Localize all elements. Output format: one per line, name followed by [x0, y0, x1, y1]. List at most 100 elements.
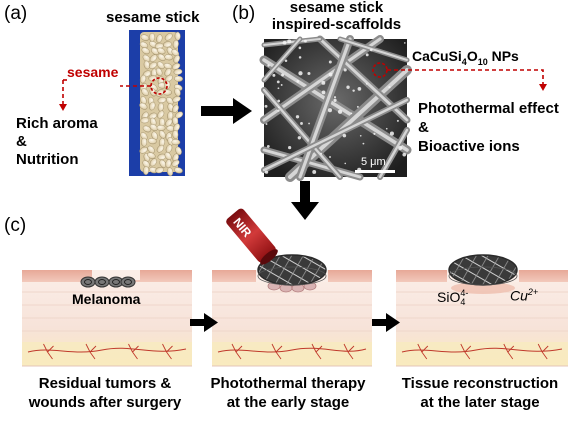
sesame-seed — [149, 101, 156, 111]
scale-bar — [355, 170, 395, 173]
tissue-stage-2 — [212, 254, 372, 367]
sesame-seed — [141, 47, 150, 55]
sesame-benefits: Rich aroma & Nutrition — [16, 115, 98, 169]
caption-stage-2: Photothermal therapy at the early stage — [205, 374, 371, 412]
sesame-seed — [142, 54, 151, 63]
sesame-seed — [147, 152, 156, 159]
benefit-nutrition: Nutrition — [16, 151, 79, 168]
benefit-amp-b: & — [418, 119, 429, 136]
sesame-seed — [142, 125, 152, 133]
sesame-seed — [139, 146, 148, 154]
sesame-seed — [164, 68, 172, 77]
sesame-seed — [165, 159, 172, 169]
sesame-seed — [141, 88, 149, 97]
sesame-seed — [174, 167, 183, 174]
sesame-seed — [172, 130, 179, 139]
sesame-seed — [164, 54, 174, 61]
panel-c-label: (c) — [4, 215, 27, 236]
sesame-seed — [157, 47, 166, 55]
scaffold-disc — [448, 254, 518, 286]
panel-b-label: (b) — [232, 3, 256, 24]
sesame-seed — [171, 62, 181, 70]
sesame-seed — [151, 47, 159, 56]
sesame-seed — [155, 67, 163, 77]
sesame-seed — [148, 32, 155, 42]
caption-stage-3: Tissue reconstruction at the later stage — [392, 374, 568, 412]
sesame-highlight-circle — [150, 77, 168, 95]
sesame-seed — [158, 130, 166, 139]
caption-1-line1: Residual tumors & — [38, 375, 172, 392]
sesame-seed — [164, 74, 173, 82]
benefit-photothermal: Photothermal effect — [418, 100, 559, 117]
caption-stage-1: Residual tumors & wounds after surgery — [22, 374, 188, 412]
nps-pointer-line — [387, 69, 544, 86]
sesame-seed — [173, 54, 180, 64]
sesame-stick-photo — [129, 30, 185, 177]
arrow-c1-to-c2 — [190, 313, 218, 332]
melanoma-cell — [94, 276, 110, 288]
caption-2-line2: at the early stage — [226, 394, 350, 411]
arrowhead-b — [539, 84, 547, 91]
scale-bar-label: 5 μm — [361, 156, 386, 168]
sesame-seed — [140, 34, 150, 41]
caption-3-line2: at the later stage — [420, 394, 540, 411]
arrowhead-a — [59, 104, 67, 111]
sesame-seed — [173, 68, 183, 75]
tissue-stage-1 — [22, 270, 192, 367]
sesame-seed — [140, 117, 150, 124]
sesame-seed — [159, 159, 167, 168]
sesame-seed — [163, 41, 172, 48]
sesame-seed — [171, 139, 181, 146]
sesame-seed — [139, 74, 147, 84]
sesame-seed — [139, 102, 148, 110]
sesame-seed — [139, 41, 149, 49]
sesame-seed — [174, 31, 181, 41]
sesame-seed — [157, 61, 165, 70]
arrow-c2-to-c3 — [372, 313, 400, 332]
benefit-rich-aroma: Rich aroma — [16, 115, 98, 132]
sesame-seed — [142, 160, 150, 168]
sesame-seed — [164, 152, 172, 161]
melanoma-cell — [80, 276, 96, 288]
arrow-a-to-b — [201, 98, 252, 124]
sesame-seed — [148, 61, 158, 69]
sesame-seed — [172, 95, 181, 103]
sesame-seed — [142, 166, 149, 175]
sesame-seed — [157, 53, 166, 62]
sesame-seed — [156, 34, 163, 43]
sesame-seed — [174, 75, 183, 82]
melanoma-cell — [120, 276, 136, 288]
sesame-seed — [147, 138, 157, 145]
sesame-seed — [147, 145, 155, 154]
scaffold-title-line2: inspired-scaffolds — [271, 16, 402, 33]
sesame-seed — [166, 167, 174, 177]
sesame-stick-title: sesame stick — [106, 9, 200, 26]
sesame-seed — [172, 104, 179, 113]
sesame-seed — [149, 158, 157, 167]
sesame-seed — [166, 97, 174, 105]
benefit-bioactive-ions: Bioactive ions — [418, 138, 520, 155]
scaffold-title-line1: sesame stick — [289, 0, 384, 16]
sesame-seed — [157, 110, 165, 119]
nps-label: CaCuSi4O10 NPs — [412, 48, 519, 67]
sesame-pointer-label: sesame — [67, 64, 119, 80]
sesame-seed — [164, 33, 173, 41]
benefit-amp: & — [16, 133, 27, 150]
sesame-seed — [149, 54, 158, 62]
sesame-seed — [156, 124, 166, 131]
sem-image — [259, 35, 412, 182]
scaffold-title: sesame stick inspired-scaffolds — [264, 0, 409, 33]
sesame-seed — [156, 144, 165, 153]
sesame-seed — [155, 89, 164, 97]
melanoma-label: Melanoma — [72, 291, 141, 307]
copper-ion-label: Cu2+ — [510, 287, 539, 304]
sesame-seed — [141, 137, 148, 147]
nir-laser — [226, 208, 278, 265]
panel-a-label: (a) — [4, 3, 28, 24]
sesame-seed — [172, 39, 179, 49]
caption-2-line1: Photothermal therapy — [210, 375, 366, 392]
tissue-stage-3 — [396, 254, 568, 367]
sesame-seed — [165, 118, 173, 127]
